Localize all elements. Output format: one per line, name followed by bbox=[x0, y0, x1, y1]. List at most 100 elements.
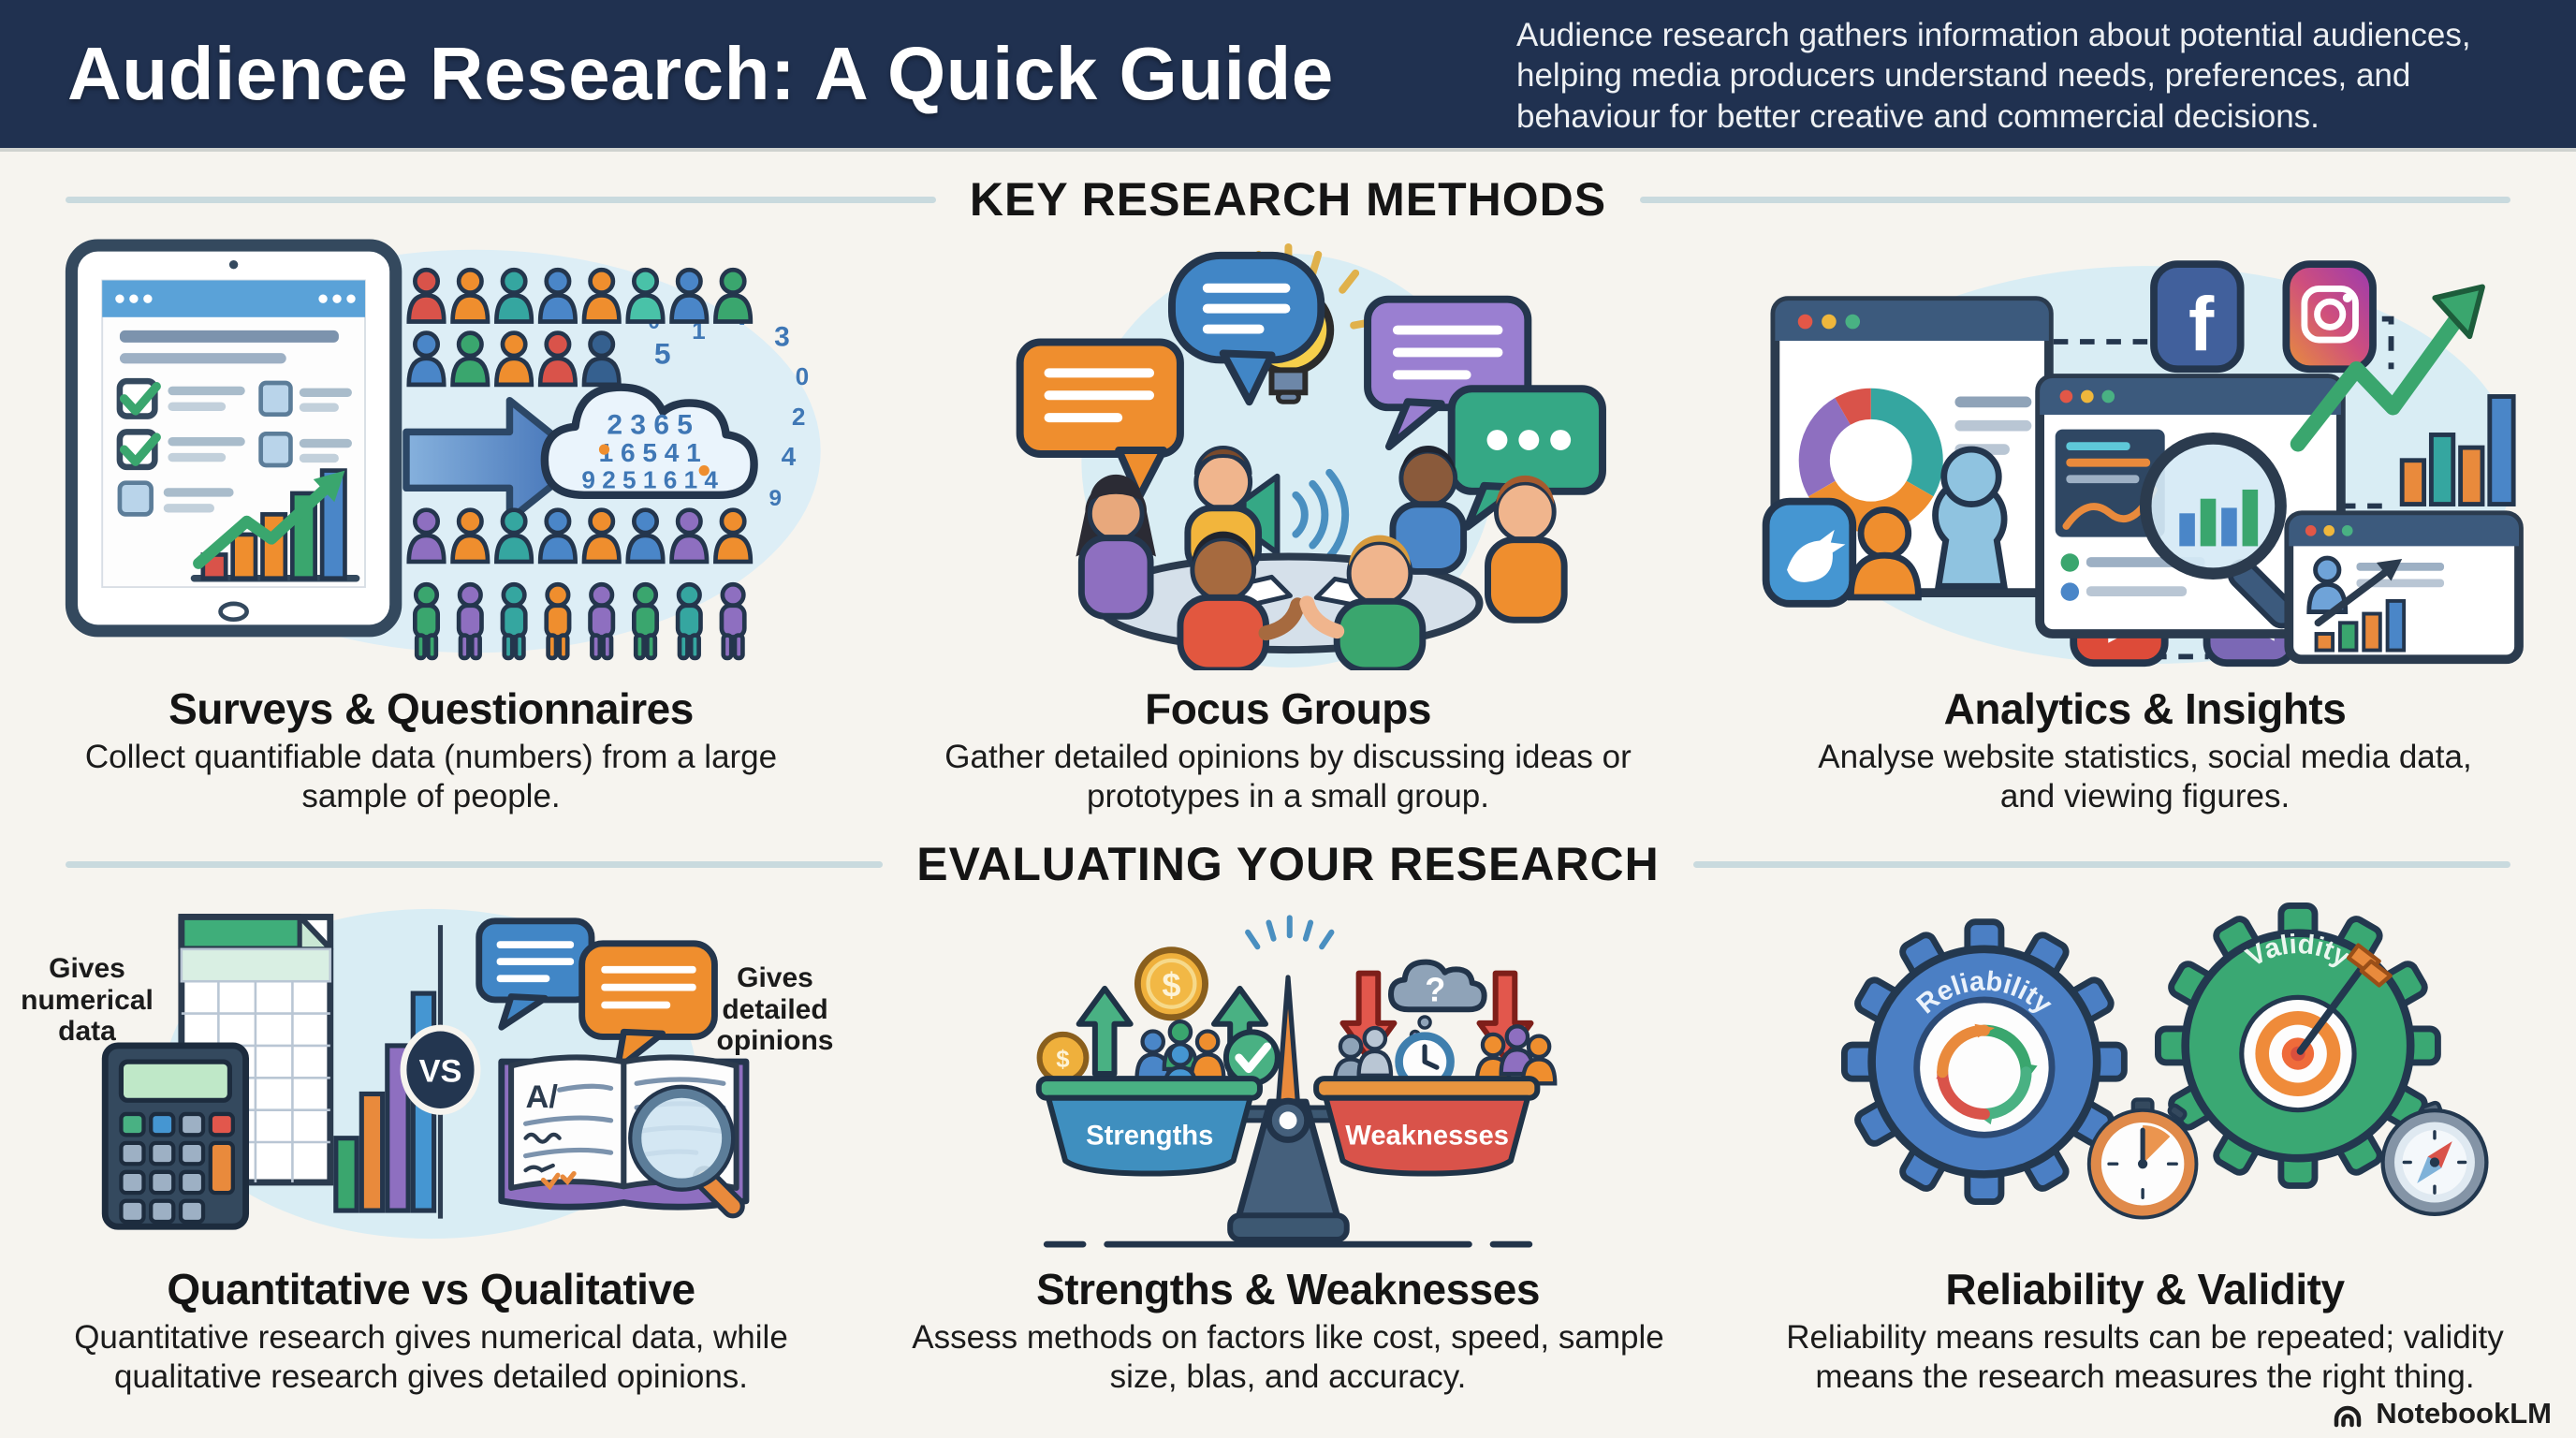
book-marking: A/ bbox=[526, 1079, 559, 1115]
evaluating-row: Gives numerical data Gives detailed opin… bbox=[0, 897, 2576, 1397]
page-title: Audience Research: A Quick Guide bbox=[67, 32, 1334, 115]
magnifier-icon bbox=[628, 1084, 746, 1219]
section-title-methods: KEY RESEARCH METHODS bbox=[969, 173, 1607, 226]
svg-text:?: ? bbox=[1425, 971, 1445, 1009]
checkbox-checked-icon bbox=[116, 429, 246, 471]
burst-icon bbox=[1245, 915, 1335, 950]
card-description-analytics: Analyse website statistics, social media… bbox=[1818, 739, 2472, 814]
speech-bubble-blue-icon bbox=[1167, 251, 1325, 406]
coin-icon: $ bbox=[1036, 1031, 1090, 1084]
reliability-gear-icon: Reliability bbox=[1844, 922, 2124, 1202]
quant-vs-qual-illustration: Gives numerical data Gives detailed opin… bbox=[7, 897, 855, 1251]
card-description-surveys: Collect quantifiable data (numbers) from… bbox=[84, 739, 778, 814]
card-description-reliability-validity: Reliability means results can be repeate… bbox=[1786, 1319, 2504, 1395]
svg-text:9: 9 bbox=[769, 486, 783, 511]
facebook-icon: f bbox=[2150, 260, 2245, 374]
focus-groups-illustration-svg bbox=[1016, 242, 1606, 670]
divider-line bbox=[1640, 196, 2510, 203]
cloud-numbers: 9 2 5 1 6 1 4 bbox=[582, 465, 719, 493]
qualitative-side-label: Gives detailed opinions bbox=[716, 962, 834, 1057]
checkbox-checked-icon bbox=[116, 377, 246, 419]
checkbox-secondary-icon bbox=[258, 380, 353, 418]
card-strengths-weaknesses: $ $ bbox=[865, 897, 1712, 1397]
tablet-survey-icon bbox=[66, 239, 402, 638]
methods-row: 2 3 6 5 1 6 5 4 1 9 2 5 1 6 1 4 5 1 ? 3 … bbox=[0, 232, 2576, 816]
analytics-illustration-svg: f bbox=[1762, 260, 2525, 668]
cloud-numbers: 2 3 6 5 bbox=[607, 409, 694, 440]
svg-text:$: $ bbox=[1162, 966, 1180, 1005]
section-heading-evaluating: EVALUATING YOUR RESEARCH bbox=[66, 837, 2511, 891]
header-description: Audience research gathers information ab… bbox=[1516, 17, 2471, 135]
vs-badge: VS bbox=[400, 1024, 481, 1115]
section-title-evaluating: EVALUATING YOUR RESEARCH bbox=[916, 838, 1660, 890]
twitter-icon bbox=[1762, 497, 1857, 608]
svg-text:0: 0 bbox=[796, 362, 810, 390]
svg-text:f: f bbox=[2188, 283, 2215, 368]
report-window-icon bbox=[2284, 510, 2525, 665]
calculator-icon bbox=[102, 1042, 250, 1230]
question-cloud-icon: ? bbox=[1387, 959, 1487, 1041]
card-title-strengths-weaknesses: Strengths & Weaknesses bbox=[1036, 1265, 1540, 1313]
coin-icon: $ bbox=[1134, 946, 1208, 1021]
growth-arrow-icon bbox=[2291, 284, 2486, 452]
cloud-numbers: 1 6 5 4 1 bbox=[599, 438, 701, 467]
card-description-focus-groups: Gather detailed opinions by discussing i… bbox=[944, 739, 1632, 814]
card-focus-groups: Focus Groups Gather detailed opinions by… bbox=[865, 232, 1712, 816]
svg-text:$: $ bbox=[1056, 1047, 1069, 1073]
balance-scale-illustration-svg: $ $ bbox=[1035, 915, 1602, 1248]
participant-icon bbox=[1484, 475, 1568, 624]
divider-line bbox=[66, 196, 936, 203]
chat-bubble-blue-icon bbox=[476, 917, 595, 1031]
reliability-validity-illustration: Reliability bbox=[1721, 897, 2569, 1251]
instagram-icon bbox=[2282, 260, 2378, 374]
card-surveys: 2 3 6 5 1 6 5 4 1 9 2 5 1 6 1 4 5 1 ? 3 … bbox=[7, 232, 855, 816]
up-arrow-icon bbox=[1076, 985, 1268, 1078]
card-title-reliability-validity: Reliability & Validity bbox=[1945, 1265, 2345, 1313]
speech-bubble-orange-icon bbox=[1016, 338, 1184, 501]
card-description-quant-vs-qual: Quantitative research gives numerical da… bbox=[74, 1319, 788, 1395]
gears-illustration-svg: Reliability bbox=[1795, 897, 2489, 1220]
strengths-weaknesses-illustration: $ $ bbox=[865, 897, 1712, 1251]
participant-icon bbox=[1298, 535, 1426, 670]
flow-arrow-icon bbox=[402, 396, 589, 523]
compass-icon bbox=[2380, 1100, 2489, 1217]
section-heading-methods: KEY RESEARCH METHODS bbox=[66, 172, 2510, 227]
checkbox-empty-icon bbox=[117, 480, 234, 517]
strengths-pan: Strengths bbox=[1035, 1076, 1263, 1177]
check-icon bbox=[1222, 1029, 1281, 1087]
notebooklm-logo-icon bbox=[2334, 1405, 2362, 1428]
card-analytics: f bbox=[1721, 232, 2569, 816]
quant-vs-qual-illustration-svg: VS bbox=[102, 908, 750, 1240]
speech-bubble-purple-icon bbox=[1363, 295, 1531, 451]
checkbox-secondary-icon bbox=[258, 431, 353, 468]
participant-icon bbox=[1075, 474, 1156, 620]
tall-bar-chart-icon bbox=[2400, 394, 2516, 506]
svg-text:4: 4 bbox=[782, 442, 797, 471]
svg-text:5: 5 bbox=[654, 336, 671, 370]
quantitative-side-label: Gives numerical data bbox=[21, 953, 154, 1048]
header: Audience Research: A Quick Guide Audienc… bbox=[0, 0, 2576, 152]
strengths-pan-label: Strengths bbox=[1086, 1122, 1213, 1152]
watermark-label: NotebookLM bbox=[2376, 1397, 2552, 1430]
svg-text:3: 3 bbox=[774, 322, 790, 353]
analytics-illustration: f bbox=[1721, 232, 2569, 670]
card-title-focus-groups: Focus Groups bbox=[1145, 684, 1431, 733]
participant-icon bbox=[1389, 446, 1467, 575]
card-quant-vs-qual: Gives numerical data Gives detailed opin… bbox=[7, 897, 855, 1397]
stopwatch-icon bbox=[2086, 1097, 2199, 1220]
watermark: NotebookLM bbox=[2329, 1395, 2552, 1432]
validity-gear-icon: Validity bbox=[2158, 905, 2437, 1185]
book-icon: A/ bbox=[498, 1054, 750, 1211]
card-title-quant-vs-qual: Quantitative vs Qualitative bbox=[167, 1265, 695, 1313]
divider-line bbox=[66, 860, 884, 868]
weaknesses-pan: Weaknesses bbox=[1313, 1076, 1541, 1177]
focus-groups-illustration bbox=[865, 232, 1712, 670]
divider-line bbox=[1692, 860, 2511, 868]
card-title-analytics: Analytics & Insights bbox=[1943, 684, 2347, 733]
card-reliability-validity: Reliability bbox=[1721, 897, 2569, 1397]
audience-people-icon bbox=[1848, 446, 2009, 601]
card-description-strengths-weaknesses: Assess methods on factors like cost, spe… bbox=[912, 1319, 1664, 1395]
surveys-illustration: 2 3 6 5 1 6 5 4 1 9 2 5 1 6 1 4 5 1 ? 3 … bbox=[7, 232, 855, 670]
survey-bar-chart-icon bbox=[191, 468, 360, 582]
